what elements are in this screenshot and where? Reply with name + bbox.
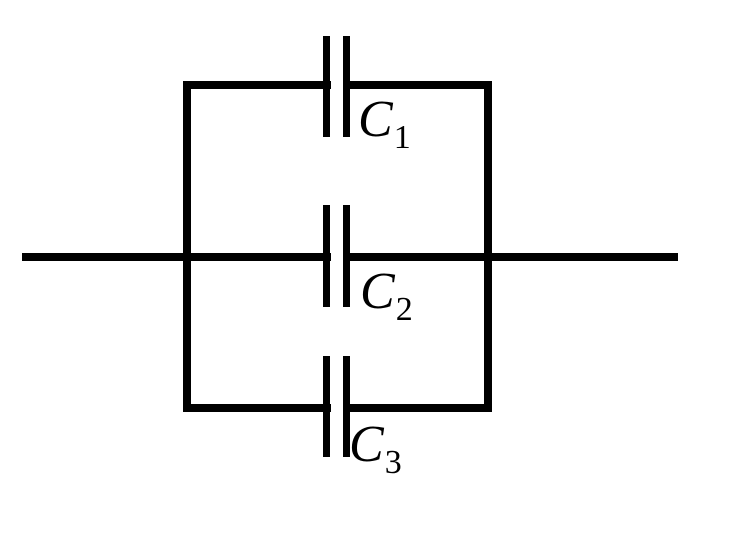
- top-branch-wire-right: [343, 81, 492, 89]
- left-lead-wire: [22, 253, 331, 261]
- capacitor-3-label-base: C: [349, 416, 384, 473]
- capacitor-1-right-plate: [343, 36, 350, 137]
- capacitor-2-label-subscript: 2: [395, 290, 413, 328]
- right-lead-wire: [343, 253, 678, 261]
- capacitor-3-label-subscript: 3: [384, 443, 402, 481]
- capacitor-1-label: C1: [358, 94, 411, 155]
- capacitor-1-left-plate: [323, 36, 330, 137]
- capacitor-3-right-plate: [343, 356, 350, 457]
- capacitor-2-label-base: C: [360, 263, 395, 320]
- capacitor-1-label-base: C: [358, 91, 393, 148]
- capacitor-3-left-plate: [323, 356, 330, 457]
- capacitor-2-right-plate: [343, 205, 350, 307]
- capacitor-2-left-plate: [323, 205, 330, 307]
- capacitor-2-label: C2: [360, 266, 413, 327]
- bottom-branch-wire-left: [183, 404, 331, 412]
- capacitor-1-label-subscript: 1: [393, 118, 411, 156]
- capacitor-3-label: C3: [349, 419, 402, 480]
- top-branch-wire-left: [183, 81, 331, 89]
- right-rail-wire: [484, 81, 492, 412]
- left-rail-wire: [183, 81, 191, 412]
- bottom-branch-wire-right: [343, 404, 492, 412]
